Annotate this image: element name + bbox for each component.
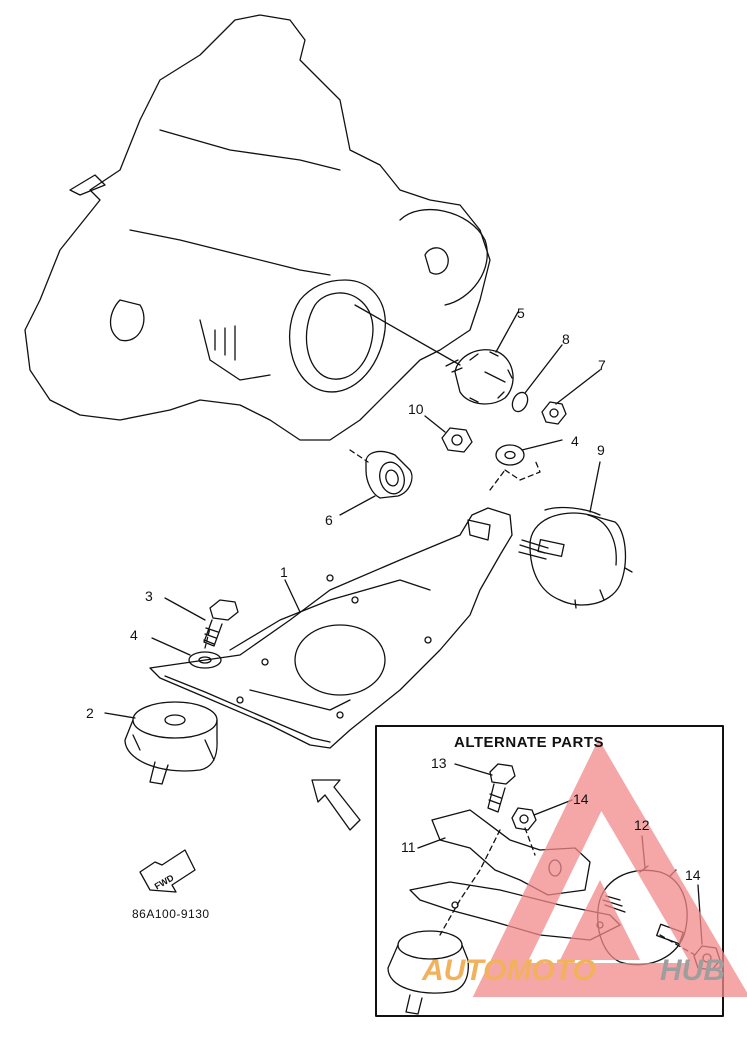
washer-4-upper bbox=[495, 444, 525, 466]
bushing-6 bbox=[365, 450, 413, 499]
bracket-1 bbox=[149, 507, 513, 749]
engine-outline bbox=[24, 14, 491, 441]
alternate-parts-title: ALTERNATE PARTS bbox=[454, 734, 604, 751]
part-labels: 5 8 7 10 4 9 6 1 3 4 2 13 14 12 11 14 bbox=[86, 305, 701, 883]
engine-mount-2 bbox=[124, 701, 218, 785]
fwd-arrow-icon bbox=[139, 849, 196, 893]
label-part-9: 9 bbox=[597, 442, 605, 458]
engine-mount-lower bbox=[387, 930, 469, 1015]
damper-5 bbox=[445, 349, 514, 405]
label-part-10: 10 bbox=[408, 401, 424, 417]
label-part-11: 11 bbox=[401, 839, 416, 855]
direction-arrow bbox=[311, 779, 361, 831]
label-part-6: 6 bbox=[325, 512, 333, 528]
reference-code: 86A100-9130 bbox=[132, 907, 210, 921]
label-part-14-upper: 14 bbox=[573, 791, 589, 807]
engine-mount-9 bbox=[518, 506, 633, 609]
watermark-logo bbox=[472, 739, 747, 997]
label-part-7: 7 bbox=[598, 357, 606, 373]
label-part-14-lower: 14 bbox=[685, 867, 701, 883]
label-part-1: 1 bbox=[280, 564, 288, 580]
label-part-3: 3 bbox=[145, 588, 153, 604]
washer-8 bbox=[511, 391, 529, 413]
leader-line bbox=[354, 304, 461, 366]
bolt-3 bbox=[203, 599, 239, 647]
label-part-5: 5 bbox=[517, 305, 525, 321]
label-part-12: 12 bbox=[634, 817, 650, 833]
label-part-13: 13 bbox=[431, 755, 447, 771]
label-part-4-lower: 4 bbox=[130, 627, 138, 643]
label-part-8: 8 bbox=[562, 331, 570, 347]
label-part-2: 2 bbox=[86, 705, 94, 721]
nut-7 bbox=[541, 401, 567, 425]
watermark-text-right: HUB bbox=[660, 954, 725, 987]
nut-10 bbox=[441, 427, 473, 453]
nut-14-upper bbox=[511, 807, 537, 831]
label-part-4-upper: 4 bbox=[571, 433, 579, 449]
watermark-text-left: AUTOMOTO bbox=[421, 954, 596, 987]
alternate-parts-box bbox=[375, 725, 724, 1017]
washer-4-lower bbox=[188, 651, 222, 669]
bolt-13 bbox=[487, 763, 516, 813]
